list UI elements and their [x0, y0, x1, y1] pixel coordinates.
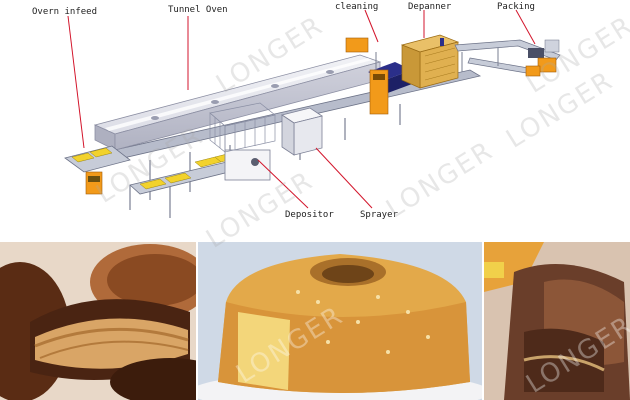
chocolate-pie-image	[0, 242, 196, 400]
tunnel-oven	[93, 54, 382, 151]
label-sprayer: Sprayer	[360, 210, 398, 220]
label-depositor: Depositor	[285, 210, 334, 220]
label-depanner: Depanner	[408, 2, 452, 12]
chocolate-cake-image	[484, 242, 630, 400]
label-overn-infeed: Overn infeed	[32, 7, 98, 17]
label-packing: Packing	[497, 2, 535, 12]
photo-chocolate-cake	[484, 242, 630, 400]
label-tunnel-oven: Tunnel Oven	[168, 5, 228, 15]
depanner-machine	[400, 34, 460, 89]
oven-infeed-conveyor	[64, 145, 131, 195]
packing-line	[454, 39, 561, 77]
photo-chiffon-cake	[198, 242, 482, 400]
label-cleaning: cleaning	[335, 2, 379, 12]
chiffon-cake-image	[198, 242, 482, 400]
callout-lines	[67, 9, 536, 209]
sprayer-machine	[281, 107, 323, 156]
photo-chocolate-pie	[0, 242, 196, 400]
production-line-drawing	[64, 9, 561, 218]
production-line-diagram: Overn infeed Tunnel Oven cleaning Depann…	[32, 2, 561, 220]
